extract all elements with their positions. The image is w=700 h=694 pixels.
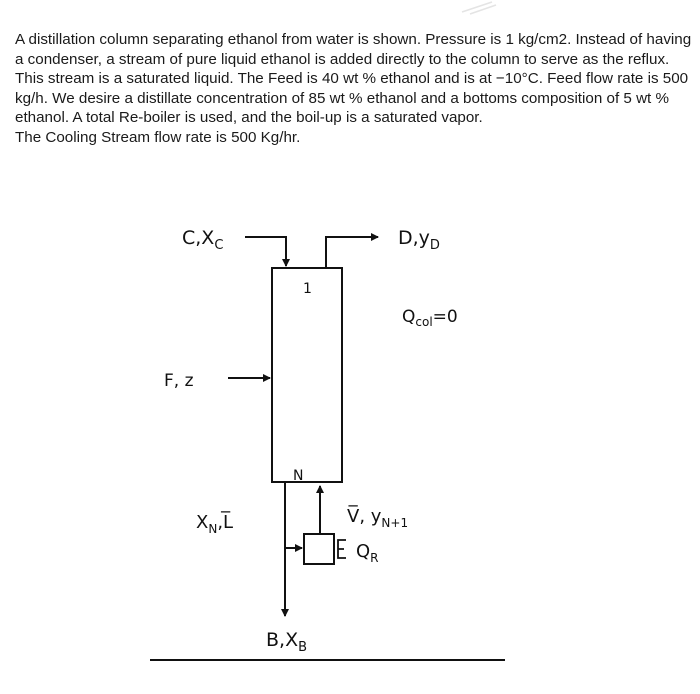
column-body — [271, 267, 343, 483]
liquid-out-label: XN,L̅ — [196, 511, 233, 536]
bottoms-label: B,XB — [266, 629, 307, 655]
feed-label: F, z — [164, 371, 194, 391]
problem-statement: A distillation column separating ethanol… — [15, 30, 695, 147]
cooling-stream-line — [245, 236, 290, 267]
heat-input-symbol — [337, 539, 346, 559]
reboiler-heat-label: QR — [356, 541, 379, 565]
distillate-label: D,yD — [398, 227, 440, 253]
reboiler — [303, 533, 335, 565]
distillate-line — [325, 233, 379, 268]
column-heat-label: Qcol=0 — [402, 307, 458, 329]
problem-paragraph-main: A distillation column separating ethanol… — [15, 31, 692, 126]
watermark-mark — [461, 1, 497, 15]
problem-paragraph-cooling: The Cooling Stream flow rate is 500 Kg/h… — [15, 128, 301, 146]
vapor-in-label: V̅, yN+1 — [347, 505, 408, 530]
bottom-stage-label: N — [293, 468, 303, 484]
top-stage-label: 1 — [303, 281, 312, 297]
cooling-stream-label: C,XC — [182, 227, 223, 253]
